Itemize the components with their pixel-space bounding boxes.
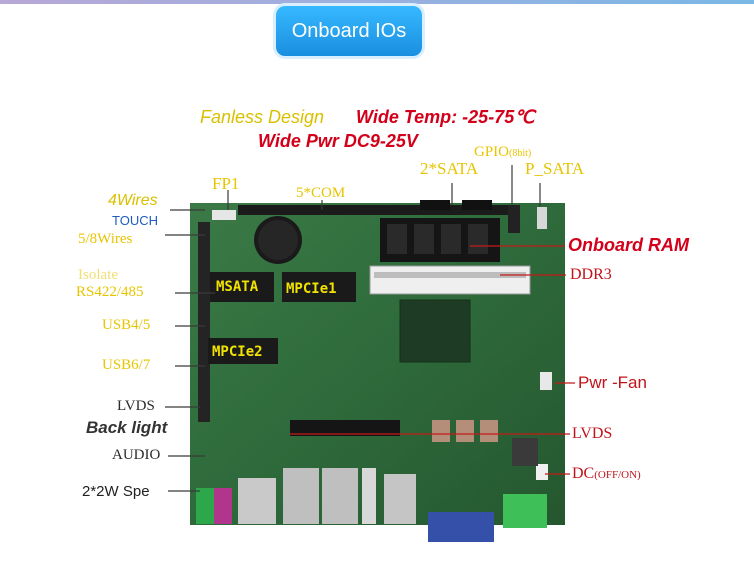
- label-4wires: 4Wires: [108, 192, 158, 209]
- header-badge: Onboard IOs: [276, 6, 422, 56]
- label-psata: P_SATA: [525, 159, 585, 178]
- inductor-1: [432, 420, 450, 442]
- page-title: Onboard IOs: [291, 19, 407, 42]
- lan-port-1: [283, 468, 319, 524]
- mpcie2-slot: [208, 338, 278, 364]
- sata-connector-1: [420, 200, 450, 210]
- label-ddr3: DDR3: [570, 266, 612, 283]
- ddr3-slot: [369, 265, 531, 295]
- label-ram: Onboard RAM: [568, 235, 689, 255]
- mpcie1-slot: [282, 272, 356, 302]
- label-usb67: USB6/7: [102, 357, 151, 373]
- temp-text: Wide Temp: -25-75℃: [356, 107, 535, 127]
- psata-connector: [537, 207, 547, 229]
- label-mpcie1: MPCIe1: [286, 281, 337, 297]
- gpio-header: [508, 205, 520, 233]
- dc-switch-connector: [536, 464, 548, 480]
- dc-terminal: [503, 494, 547, 528]
- usb-stack-1: [238, 478, 276, 524]
- label-speaker: 2*2W Spe: [82, 483, 150, 500]
- label-sata: 2*SATA: [420, 159, 479, 178]
- label-dc: DC(OFF/ON): [572, 465, 641, 482]
- sata-connector-2: [462, 200, 492, 210]
- label-lvds-right: LVDS: [572, 425, 613, 442]
- label-mpcie2: MPCIe2: [212, 344, 263, 360]
- label-audio: AUDIO: [112, 447, 161, 463]
- label-lvds-left: LVDS: [117, 398, 155, 414]
- fanless-text: Fanless Design: [200, 107, 325, 127]
- lan-port-2: [322, 468, 358, 524]
- label-touch: TOUCH: [112, 213, 158, 228]
- usb-single: [362, 468, 376, 524]
- label-com: 5*COM: [296, 185, 346, 201]
- label-backlight: Back light: [86, 418, 168, 437]
- label-58wires: 5/8Wires: [78, 231, 133, 247]
- usb-stack-2: [384, 474, 416, 524]
- label-isolate: Isolate: [78, 267, 118, 283]
- top-accent-line: [0, 0, 754, 4]
- label-usb45: USB4/5: [102, 317, 151, 333]
- inductor-2: [456, 420, 474, 442]
- fp1-connector: [212, 210, 236, 220]
- label-gpio: GPIO(8bit): [474, 144, 532, 160]
- label-fp1: FP1: [212, 174, 240, 193]
- pwr-fan-connector: [540, 372, 552, 390]
- label-pwr-fan: Pwr -Fan: [578, 373, 647, 392]
- label-msata: MSATA: [216, 279, 259, 295]
- power-choke: [512, 438, 538, 466]
- vga-port: [428, 512, 494, 542]
- lvds-connector-strip: [290, 420, 400, 436]
- msata-slot: [210, 272, 274, 302]
- power-text: Wide Pwr DC9-25V: [258, 131, 418, 151]
- inductor-3: [480, 420, 498, 442]
- left-headers: [198, 222, 210, 422]
- audio-jack-green: [196, 488, 214, 524]
- audio-jack-pink: [214, 488, 232, 524]
- cpu-area: [399, 299, 471, 363]
- label-rs422: RS422/485: [76, 284, 144, 300]
- top-pin-header: [238, 205, 510, 215]
